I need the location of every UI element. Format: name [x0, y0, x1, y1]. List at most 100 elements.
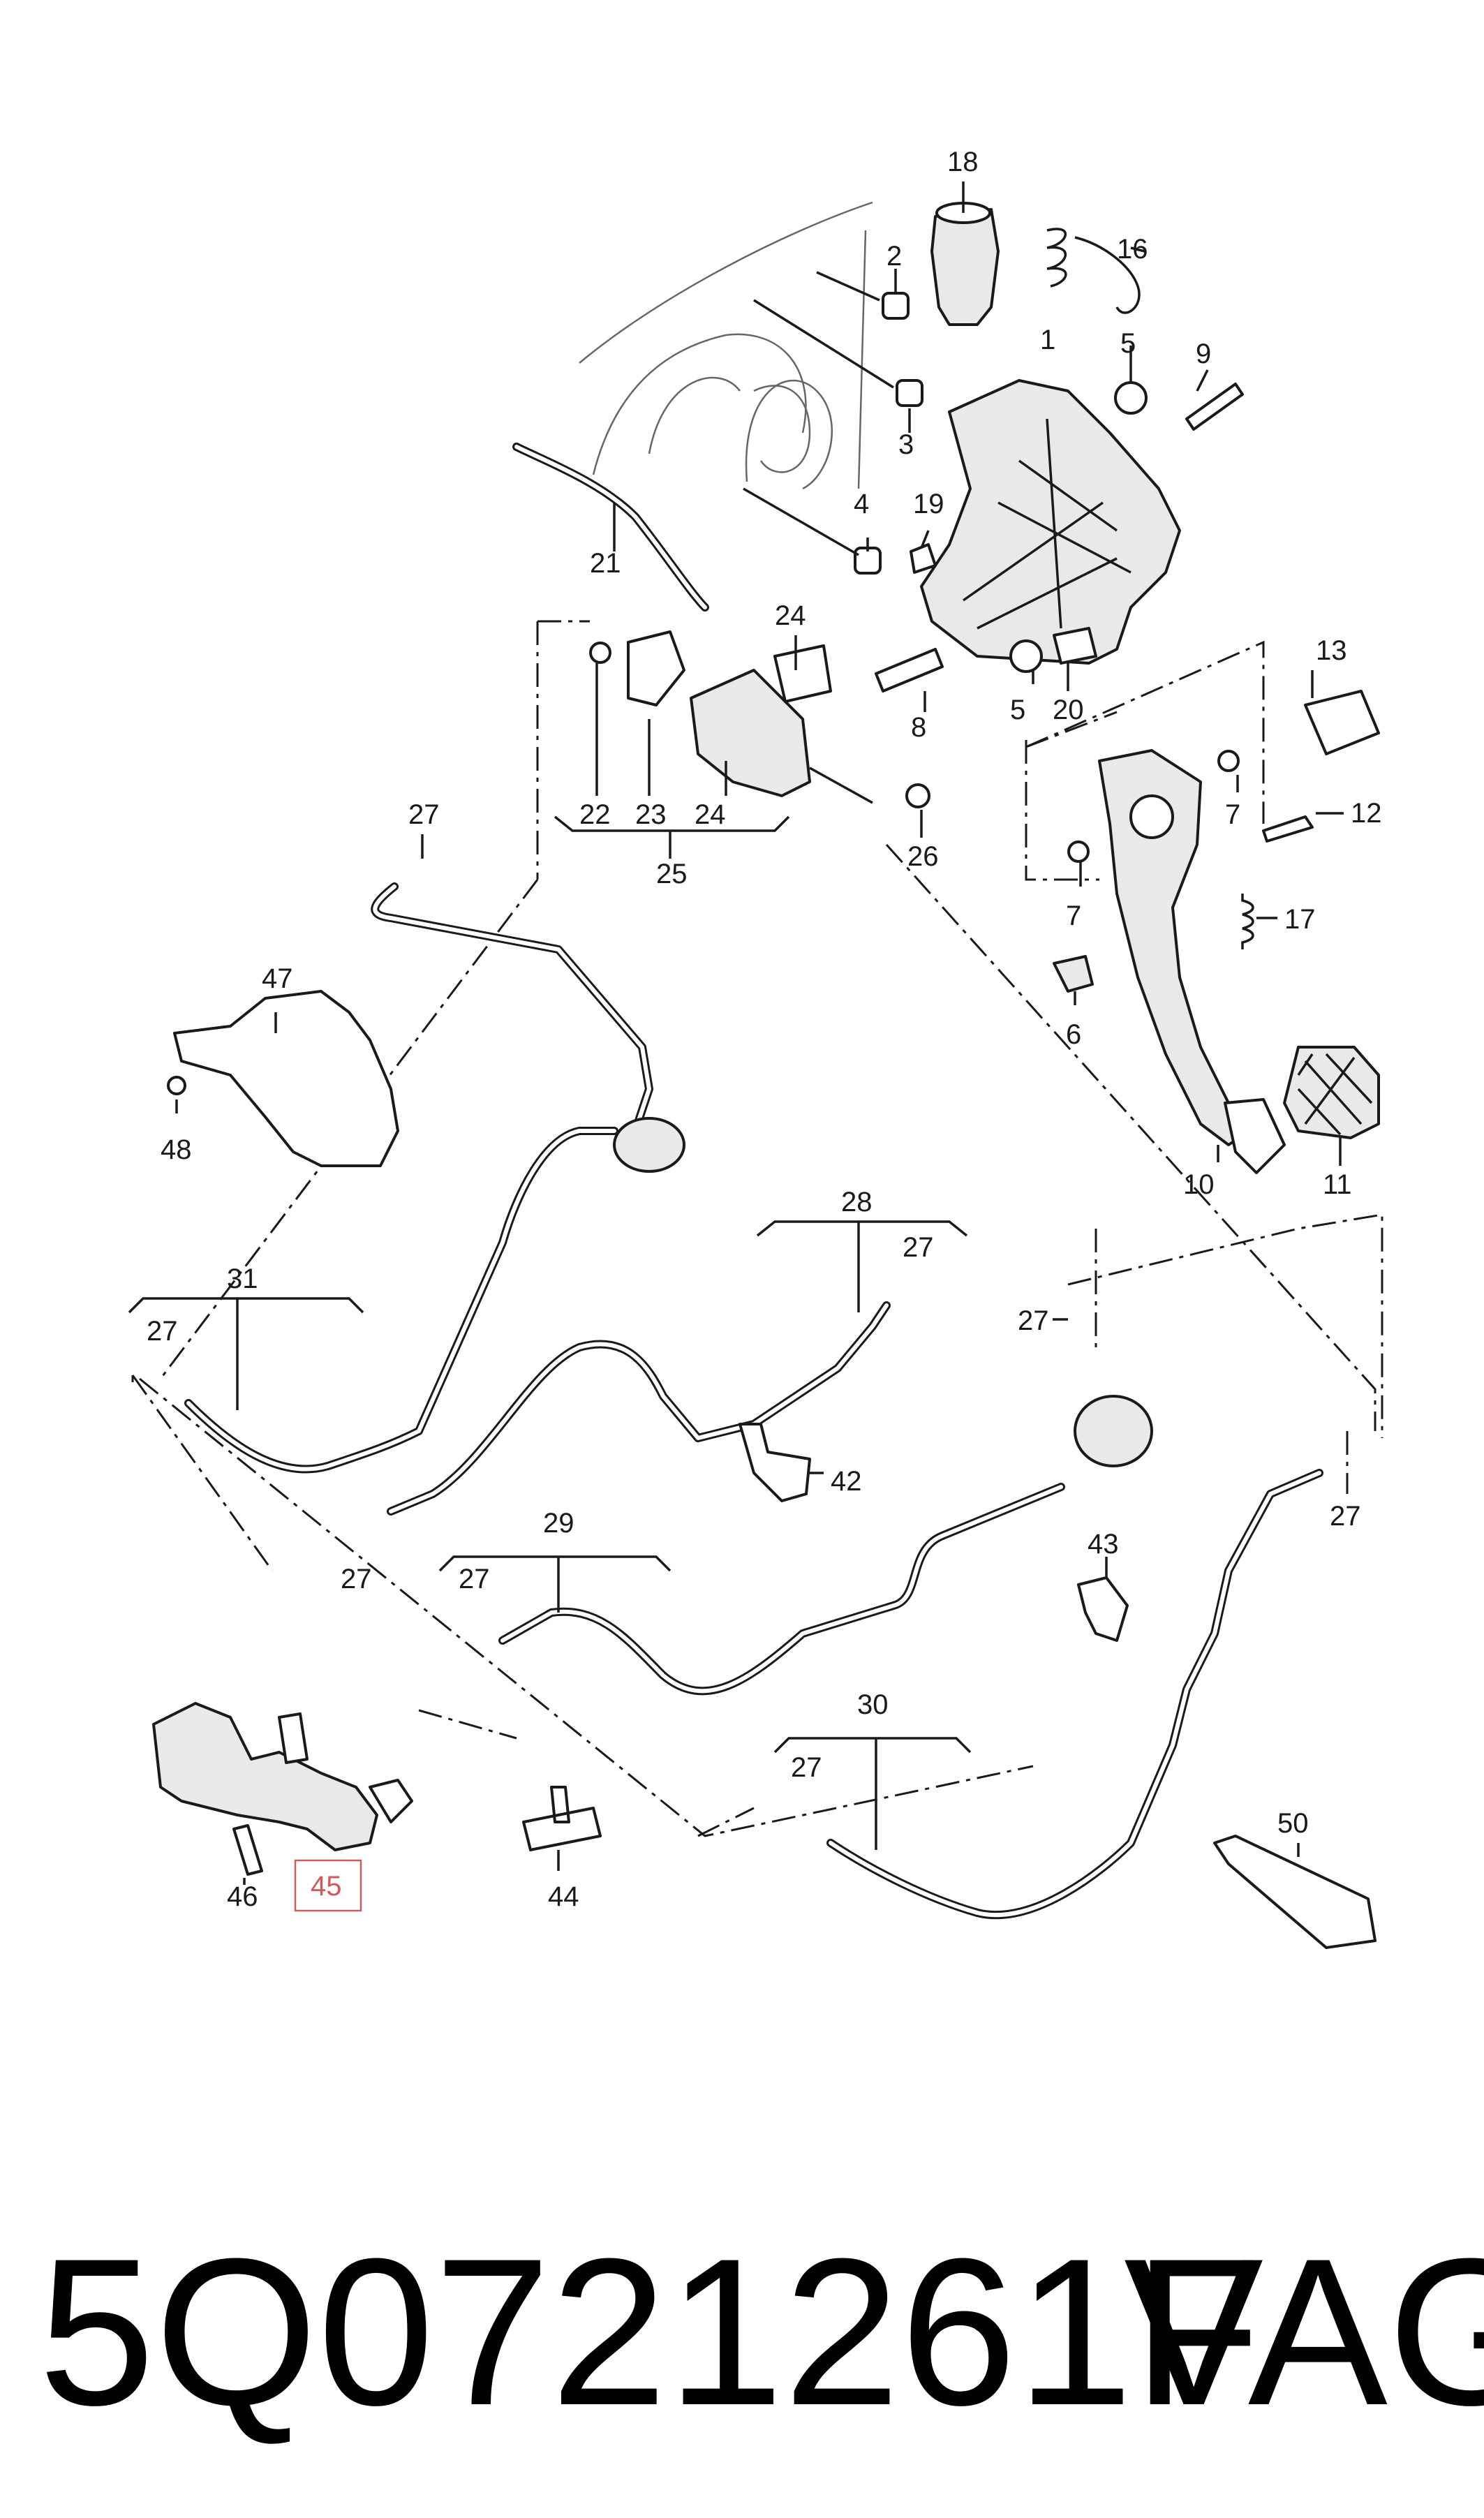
line-30-inner: [829, 1471, 1321, 1918]
label-42: 42: [831, 1466, 862, 1497]
line-28-inner: [389, 1303, 889, 1513]
label-7-top: 7: [1225, 799, 1240, 830]
pin-8: [875, 648, 944, 693]
spring-16: [1046, 228, 1141, 314]
bracket-47: [173, 990, 399, 1167]
pedal-pad-grid: [1297, 1053, 1373, 1136]
pushrod: [809, 766, 873, 804]
label-25: 25: [656, 859, 688, 889]
label-26: 26: [907, 841, 939, 872]
label-27-e: 27: [1330, 1501, 1361, 1532]
hose-21: [512, 443, 709, 612]
parts-diagram: 18 16 2 1 5 9 3 4 19 21 24 13 5 20 8 7 1…: [128, 147, 1383, 1949]
circlip-22: [589, 642, 611, 664]
clip-43: [1077, 1576, 1129, 1642]
label-27-f: 27: [341, 1564, 372, 1594]
label-48: 48: [161, 1134, 192, 1165]
label-21: 21: [590, 548, 621, 579]
line-31-inner: [186, 1129, 616, 1472]
label-1: 1: [1040, 325, 1055, 355]
tee-44: [522, 1786, 602, 1851]
label-5-top: 5: [1120, 328, 1136, 359]
damper-lower: [1074, 1395, 1153, 1467]
pedal-bracket: [920, 379, 1181, 665]
label-50: 50: [1277, 1808, 1309, 1839]
stud-lines: [743, 271, 894, 556]
master-cylinder: [690, 669, 811, 797]
label-27-a: 27: [408, 799, 440, 830]
washer-48: [167, 1076, 186, 1095]
clip-7b: [1067, 840, 1090, 863]
label-17: 17: [1284, 904, 1316, 935]
label-13: 13: [1316, 635, 1347, 666]
pedal-pivot: [1129, 794, 1174, 839]
pedal-pad: [1283, 1046, 1380, 1139]
label-16: 16: [1117, 234, 1148, 265]
label-24-top: 24: [775, 600, 806, 631]
label-4: 4: [854, 489, 869, 519]
brackets-group: [128, 815, 972, 1850]
label-46: 46: [227, 1881, 258, 1912]
label-27-d: 27: [147, 1316, 178, 1347]
bracket-20: [1053, 627, 1097, 665]
grease-tube: [1213, 1835, 1377, 1949]
sensor-24: [773, 644, 832, 703]
label-9: 9: [1196, 339, 1211, 369]
label-24-bottom: 24: [695, 799, 726, 830]
line-31: [184, 1127, 618, 1474]
label-5-bottom: 5: [1010, 695, 1025, 725]
boundary-upper: [139, 620, 1377, 1837]
slave-cylinder-elbow: [369, 1779, 413, 1823]
label-27-b: 27: [903, 1232, 934, 1263]
label-47: 47: [262, 963, 293, 994]
bushing-3: [896, 379, 923, 407]
label-28: 28: [841, 1187, 873, 1217]
line-29: [498, 1483, 1065, 1696]
bolt-12: [1262, 815, 1314, 843]
label-23: 23: [635, 799, 667, 830]
bushing-4: [854, 547, 882, 575]
bolt-9: [1185, 383, 1244, 431]
label-27-g: 27: [459, 1564, 490, 1594]
label-45-highlighted: 45: [311, 1871, 342, 1902]
pedal-pad-base: [1224, 1098, 1286, 1174]
part-number: 5Q0721261F: [38, 2214, 1261, 2449]
label-27-h: 27: [791, 1752, 822, 1783]
label-2: 2: [886, 241, 902, 272]
clip-13: [1304, 690, 1380, 755]
label-3: 3: [898, 429, 914, 460]
body-contour: [579, 201, 873, 490]
label-19: 19: [913, 489, 944, 519]
bolt-46: [232, 1824, 263, 1876]
label-12: 12: [1351, 798, 1382, 829]
label-20: 20: [1053, 695, 1084, 725]
pad-6: [1053, 955, 1094, 993]
label-30: 30: [857, 1689, 889, 1720]
label-29: 29: [543, 1508, 574, 1539]
brand-name: VAG: [1124, 2214, 1484, 2449]
nut-5a: [1114, 381, 1148, 415]
label-22: 22: [579, 799, 611, 830]
line-29-inner: [500, 1485, 1063, 1694]
nut-5b: [1009, 639, 1043, 673]
label-44: 44: [548, 1881, 579, 1912]
footer: 5Q0721261F VAG: [0, 2199, 1484, 2464]
spring-17: [1241, 894, 1254, 949]
hose-21-inner: [514, 445, 707, 609]
leader-lines: [175, 182, 1344, 1885]
boundary-pedal: [1025, 640, 1265, 881]
bracket-42: [739, 1423, 811, 1502]
stop-buffer: [930, 208, 1000, 326]
label-11: 11: [1323, 1169, 1352, 1200]
label-6: 6: [1066, 1019, 1081, 1050]
seal-23: [627, 630, 685, 706]
damper-upper: [613, 1117, 685, 1173]
body-contour-2: [753, 230, 867, 489]
label-31: 31: [227, 1264, 258, 1294]
highlight-box-45: [294, 1859, 362, 1912]
clip-7a: [1217, 750, 1240, 772]
bushing-19: [910, 543, 937, 574]
label-43: 43: [1088, 1529, 1119, 1560]
ring-26: [905, 783, 930, 808]
boundary-lines: [131, 1213, 1383, 1837]
